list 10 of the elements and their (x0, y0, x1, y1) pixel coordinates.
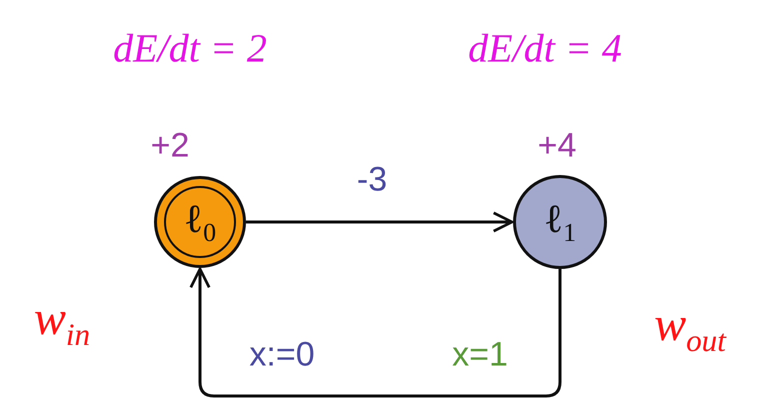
formula-label: w$_{out}$ (654, 297, 726, 359)
formula-label: dE/dt = 4 (468, 24, 622, 72)
weight-label: +4 (538, 126, 576, 166)
weight-label: +2 (150, 126, 190, 166)
arrow (189, 268, 562, 398)
state-label: ℓ$_{0}$ (184, 198, 216, 246)
arrow (246, 211, 514, 233)
formula-label: w$_{in}$ (34, 291, 90, 353)
state-label: ℓ$_{1}$ (544, 198, 576, 246)
formula-label: dE/dt = 2 (113, 24, 267, 72)
